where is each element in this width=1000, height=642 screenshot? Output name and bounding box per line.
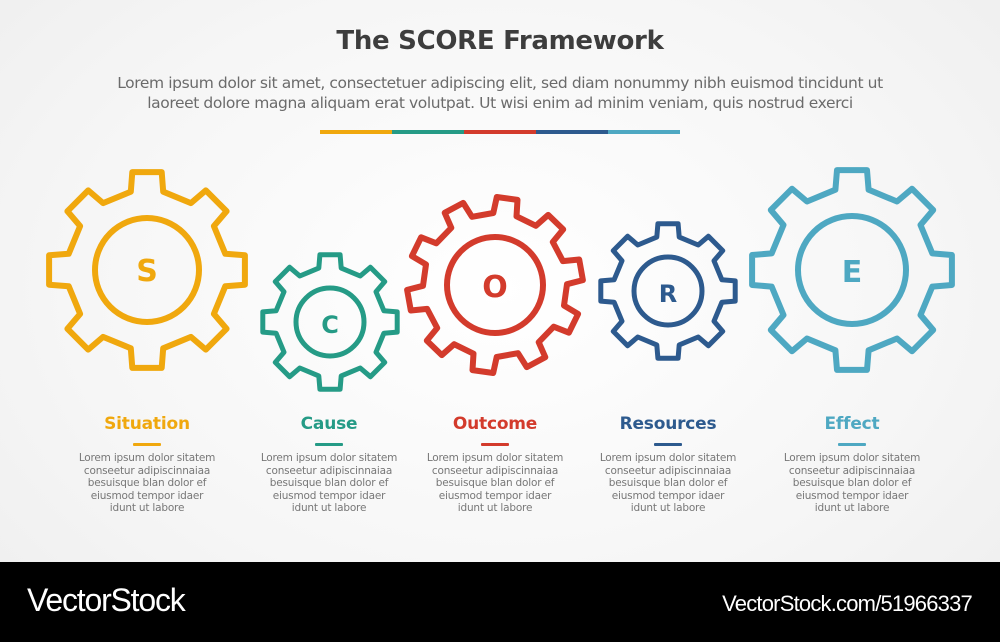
step-description: Lorem ipsum dolor sitatem conseetur adip…	[410, 452, 580, 515]
gear-letter-r: R	[659, 280, 677, 308]
step-underline	[315, 443, 343, 446]
desc-line: besuisque blan dolor ef	[608, 477, 728, 490]
brand-logo: VectorStock	[27, 582, 186, 618]
desc-line: conseetur adipiscinnaiaa	[431, 464, 559, 477]
subtitle: Lorem ipsum dolor sit amet, consectetuer…	[60, 73, 940, 113]
subtitle-line-1: Lorem ipsum dolor sit amet, consectetuer…	[117, 74, 883, 92]
color-segment-cause	[392, 130, 464, 134]
desc-line: besuisque blan dolor ef	[87, 477, 207, 490]
desc-line: Lorem ipsum dolor sitatem	[599, 452, 737, 464]
infographic-canvas: The SCORE Framework Lorem ipsum dolor si…	[46, 26, 955, 515]
step-label: Situation	[104, 414, 190, 434]
desc-line: eiusmod tempor idaer	[272, 489, 386, 502]
gear-icon	[598, 221, 738, 361]
image-url: VectorStock.com/51966337	[722, 591, 973, 616]
desc-line: besuisque blan dolor ef	[792, 477, 912, 490]
desc-line: conseetur adipiscinnaiaa	[83, 464, 211, 477]
step-underline	[654, 443, 682, 446]
desc-line: besuisque blan dolor ef	[435, 477, 555, 490]
gear-letter-e: E	[842, 255, 863, 290]
step-description: Lorem ipsum dolor sitatem conseetur adip…	[583, 452, 753, 515]
desc-line: besuisque blan dolor ef	[269, 477, 389, 490]
step-description: Lorem ipsum dolor sitatem conseetur adip…	[62, 452, 232, 515]
step-effect: Effect Lorem ipsum dolor sitatem conseet…	[767, 413, 937, 515]
step-cause: Cause Lorem ipsum dolor sitatem conseetu…	[244, 413, 414, 515]
footer-bar: VectorStock VectorStock.com/51966337	[0, 562, 1000, 642]
gear-icon	[749, 167, 955, 373]
gear-icon	[260, 252, 400, 392]
subtitle-line-2: laoreet dolore magna aliquam erat volutp…	[147, 94, 853, 112]
step-outcome: Outcome Lorem ipsum dolor sitatem consee…	[410, 413, 580, 515]
step-situation: Situation Lorem ipsum dolor sitatem cons…	[62, 413, 232, 515]
step-label: Resources	[619, 414, 717, 434]
gear-icon	[46, 169, 248, 371]
desc-line: idunt ut labore	[457, 502, 533, 515]
step-underline	[838, 443, 866, 446]
gear-icon	[404, 194, 586, 376]
gears-diagram: S C O R E	[46, 167, 955, 392]
step-description: Lorem ipsum dolor sitatem conseetur adip…	[244, 452, 414, 515]
page-title: The SCORE Framework	[336, 26, 664, 56]
desc-line: conseetur adipiscinnaiaa	[604, 464, 732, 477]
desc-line: eiusmod tempor idaer	[438, 489, 552, 502]
desc-line: Lorem ipsum dolor sitatem	[260, 452, 398, 464]
desc-line: idunt ut labore	[109, 502, 185, 515]
color-segment-effect	[608, 130, 680, 134]
color-segment-situation	[320, 130, 392, 134]
color-segment-resources	[536, 130, 608, 134]
step-underline	[481, 443, 509, 446]
desc-line: idunt ut labore	[814, 502, 890, 515]
desc-line: eiusmod tempor idaer	[90, 489, 204, 502]
color-segment-outcome	[464, 130, 536, 134]
step-description: Lorem ipsum dolor sitatem conseetur adip…	[767, 452, 937, 515]
desc-line: Lorem ipsum dolor sitatem	[426, 452, 564, 464]
step-label: Outcome	[452, 414, 538, 434]
color-divider-bar	[320, 130, 680, 134]
step-underline	[133, 443, 161, 446]
step-label: Cause	[300, 414, 358, 434]
desc-line: idunt ut labore	[630, 502, 706, 515]
desc-line: Lorem ipsum dolor sitatem	[78, 452, 216, 464]
step-resources: Resources Lorem ipsum dolor sitatem cons…	[583, 413, 753, 515]
gear-letter-o: O	[482, 270, 508, 305]
desc-line: idunt ut labore	[291, 502, 367, 515]
desc-line: conseetur adipiscinnaiaa	[788, 464, 916, 477]
desc-line: eiusmod tempor idaer	[795, 489, 909, 502]
gear-letter-s: S	[136, 254, 158, 289]
step-label: Effect	[824, 414, 880, 434]
gear-letter-c: C	[321, 311, 339, 339]
desc-line: Lorem ipsum dolor sitatem	[783, 452, 921, 464]
desc-line: conseetur adipiscinnaiaa	[265, 464, 393, 477]
desc-line: eiusmod tempor idaer	[611, 489, 725, 502]
